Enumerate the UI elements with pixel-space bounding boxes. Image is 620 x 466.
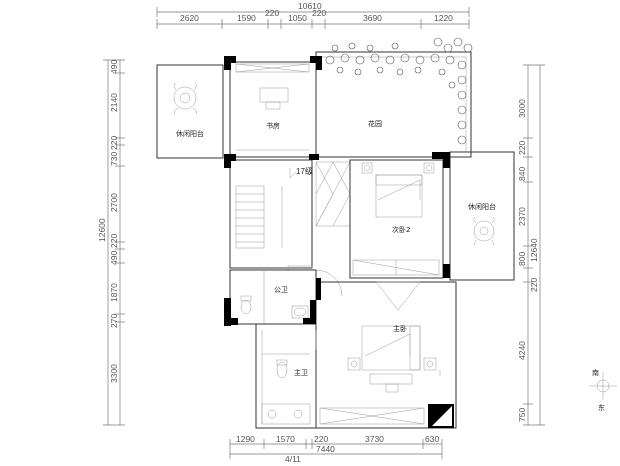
label-public-bath: 公卫 (274, 286, 288, 294)
structural-columns (224, 56, 450, 326)
sheet-number: 4/11 (285, 454, 301, 464)
left-dim-7: 490 (109, 251, 119, 265)
bottom-dim-3: 220 (314, 434, 328, 444)
top-dimension-chain: 10610 2620 1590 220 1050 220 3690 1220 (156, 1, 470, 29)
garden: 花园 (315, 51, 472, 158)
right-dim-2: 220 (517, 141, 527, 155)
bottom-dim-5: 630 (425, 434, 439, 444)
study-room: 书房 (229, 61, 317, 158)
garden-plants (325, 37, 473, 145)
right-dim-1: 3000 (517, 99, 527, 118)
right-total-dim: 12640 (529, 238, 539, 262)
bottom-dimension-chain: 1290 1570 220 3730 630 7440 4/11 (229, 434, 443, 464)
right-dim-7: 4240 (517, 341, 527, 360)
compass-south-label: 东 (598, 403, 605, 412)
left-dimension-chain: 12600 490 2140 220 730 2700 220 490 1870… (97, 60, 125, 426)
right-dimension-chain: 3000 220 840 2370 800 220 4240 750 12640 (517, 64, 545, 426)
left-dim-6: 220 (109, 234, 119, 248)
top-dim-7: 1220 (434, 13, 453, 23)
left-dim-10: 3300 (109, 364, 119, 383)
compass-north-label: 南 (592, 368, 599, 377)
label-second-bedroom: 次卧2 (392, 225, 410, 234)
label-master-bath: 主卫 (294, 368, 308, 377)
left-dim-9: 270 (109, 314, 119, 328)
master-bedroom: 主卧 (315, 281, 457, 429)
public-bathroom: 公卫 (229, 269, 343, 325)
right-dim-8: 750 (517, 408, 527, 422)
label-master-bedroom: 主卧 (393, 324, 407, 333)
top-dim-2: 1590 (237, 13, 256, 23)
compass: 南 东 (589, 368, 617, 412)
label-garden: 花园 (368, 119, 382, 128)
stair-core: 17级 (229, 159, 313, 271)
left-dim-8: 1870 (109, 283, 119, 302)
right-dim-5: 800 (517, 252, 527, 266)
left-leisure-balcony: 休闲阳台 (156, 64, 224, 159)
top-dim-4: 1050 (288, 13, 307, 23)
label-stair-steps: 17级 (296, 166, 313, 176)
label-left-balcony: 休闲阳台 (176, 129, 204, 138)
left-dim-4: 730 (109, 152, 119, 166)
top-dim-1: 2620 (180, 13, 199, 23)
bottom-dim-1: 1290 (236, 434, 255, 444)
left-dim-2: 2140 (109, 93, 119, 112)
label-right-balcony: 休闲阳台 (468, 202, 496, 211)
right-leisure-balcony: 休闲阳台 (449, 151, 515, 281)
second-bedroom: 次卧2 (349, 159, 444, 279)
right-dim-4: 2370 (517, 207, 527, 226)
top-dim-3: 220 (265, 8, 279, 18)
top-dim-5: 220 (312, 8, 326, 18)
right-dim-3: 840 (517, 167, 527, 181)
left-total-dim: 12600 (97, 218, 107, 242)
top-dim-6: 3690 (363, 13, 382, 23)
left-dim-1: 490 (109, 60, 119, 74)
bottom-total-dim: 7440 (316, 444, 335, 454)
label-study: 书房 (266, 121, 280, 130)
left-dim-3: 220 (109, 136, 119, 150)
top-total-dim: 10610 (298, 1, 322, 11)
bottom-dim-4: 3730 (365, 434, 384, 444)
left-dim-5: 2700 (109, 193, 119, 212)
wardrobe-column (315, 161, 351, 227)
right-dim-6: 220 (529, 278, 539, 292)
master-bathroom: 主卫 (255, 323, 317, 429)
bottom-dim-2: 1570 (276, 434, 295, 444)
